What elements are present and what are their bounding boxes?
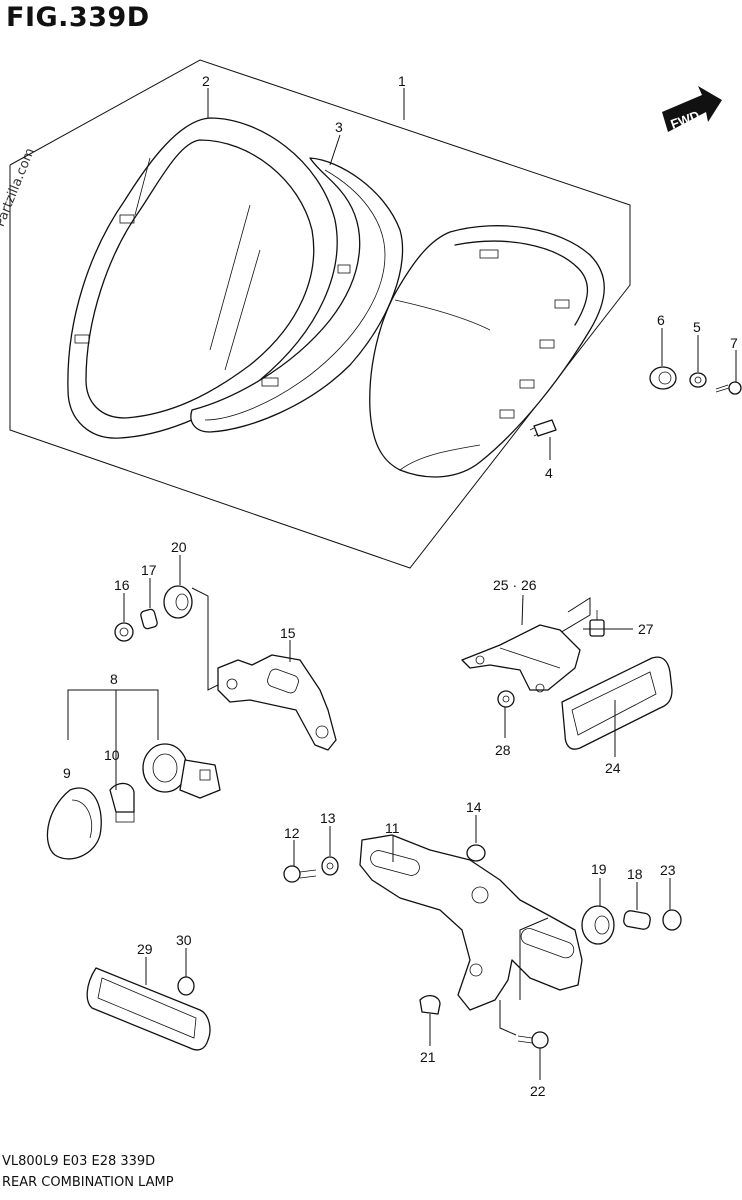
callout-20: 20 xyxy=(171,539,187,555)
part-25-26-bracket xyxy=(461,624,581,693)
part-9-lens xyxy=(46,787,102,860)
callout-4: 4 xyxy=(545,465,553,481)
callout-22: 22 xyxy=(530,1083,546,1099)
callout-17: 17 xyxy=(141,562,157,578)
callout-21: 21 xyxy=(420,1049,436,1065)
part-27-screw xyxy=(589,610,605,637)
part-16-nut xyxy=(114,622,134,642)
callout-30: 30 xyxy=(176,932,192,948)
callout-6: 6 xyxy=(657,312,665,328)
part-1-lamp-housing xyxy=(369,225,605,478)
part-29-side-reflector xyxy=(86,967,211,1051)
callout-23: 23 xyxy=(660,862,676,878)
callout-10: 10 xyxy=(104,747,120,763)
part-2-lens-rim xyxy=(67,117,338,439)
part-12-bolt xyxy=(283,865,317,883)
part-19-grommet xyxy=(581,905,615,945)
callout-2: 2 xyxy=(202,73,210,89)
part-28-nut xyxy=(497,690,515,708)
callout-27: 27 xyxy=(638,621,654,637)
part-5-washer xyxy=(689,372,707,388)
callout-5: 5 xyxy=(693,319,701,335)
callout-29: 29 xyxy=(137,941,153,957)
part-17-collar xyxy=(140,608,158,630)
assembly-box-1 xyxy=(9,59,631,569)
figure-title: FIG.339D xyxy=(6,2,150,33)
callout-19: 19 xyxy=(591,861,607,877)
part-15-bracket xyxy=(217,654,337,751)
callout-8: 8 xyxy=(110,671,118,687)
part-6-grommet xyxy=(649,366,677,390)
part-18-collar xyxy=(623,910,651,930)
leader-lines xyxy=(115,88,737,1080)
callout-7: 7 xyxy=(730,335,738,351)
part-14-nut xyxy=(466,844,486,862)
part-11-license-bracket xyxy=(359,834,583,1011)
callout-1: 1 xyxy=(398,73,406,89)
callout-24: 24 xyxy=(605,760,621,776)
part-20-grommet xyxy=(163,585,193,619)
part-13-washer xyxy=(321,856,339,876)
part-7-screw xyxy=(715,381,742,395)
callout-12: 12 xyxy=(284,825,300,841)
part-8-socket xyxy=(142,743,221,799)
part-23-nut xyxy=(662,909,682,931)
callout-11: 11 xyxy=(385,820,400,836)
fwd-arrow-icon: FWD xyxy=(662,86,722,132)
callout-25-26: 25 · 26 xyxy=(493,577,537,593)
part-3-gasket xyxy=(190,157,404,433)
part-22-screw xyxy=(517,1031,549,1049)
figure-caption: REAR COMBINATION LAMP xyxy=(2,1175,174,1190)
callout-15: 15 xyxy=(280,625,296,641)
model-code: VL800L9 E03 E28 339D xyxy=(2,1154,156,1169)
callout-labels: 1 2 3 4 5 6 7 8 9 10 11 12 13 14 15 16 1… xyxy=(63,73,738,1099)
callout-14: 14 xyxy=(466,799,482,815)
part-30-nut xyxy=(177,976,195,996)
part-21-collar xyxy=(419,994,441,1015)
callout-13: 13 xyxy=(320,810,336,826)
callout-18: 18 xyxy=(627,866,643,882)
callout-3: 3 xyxy=(335,119,343,135)
part-4-screw xyxy=(529,419,557,437)
callout-9: 9 xyxy=(63,765,71,781)
callout-16: 16 xyxy=(114,577,130,593)
part-10-bulb xyxy=(109,782,135,823)
callout-28: 28 xyxy=(495,742,511,758)
part-24-reflector xyxy=(561,656,673,750)
